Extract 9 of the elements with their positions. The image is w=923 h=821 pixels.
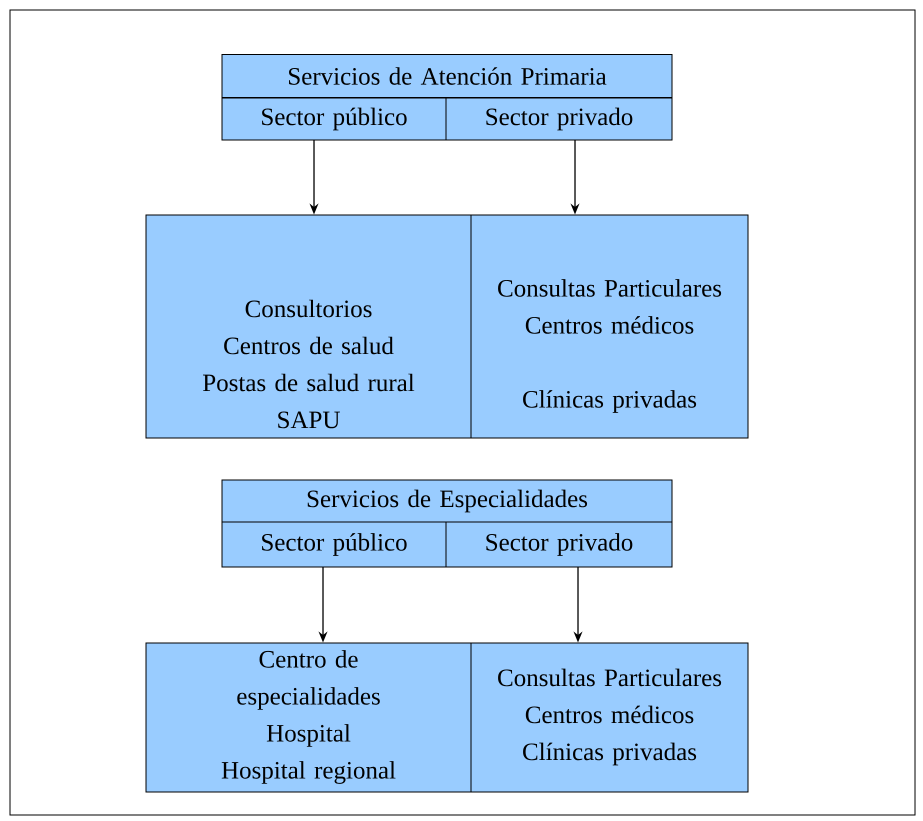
sector-box: Sector privado xyxy=(446,522,672,568)
service-box: Centro de especialidades Hospital Hospital regional xyxy=(146,642,472,792)
service-box: Consultorios Centros de salud Postas de salud rural SAPU xyxy=(146,214,472,438)
service-box: Consultas Particulares Centros médicos Clínicas privadas xyxy=(470,642,748,792)
sector-box: Sector público xyxy=(222,98,446,140)
header-box: Servicios de Especialidades xyxy=(222,480,672,522)
service-box: Consultas Particulares Centros médicos Clínicas privadas xyxy=(470,214,748,438)
sector-box: Sector privado xyxy=(446,98,672,140)
sector-box: Sector público xyxy=(222,522,446,568)
